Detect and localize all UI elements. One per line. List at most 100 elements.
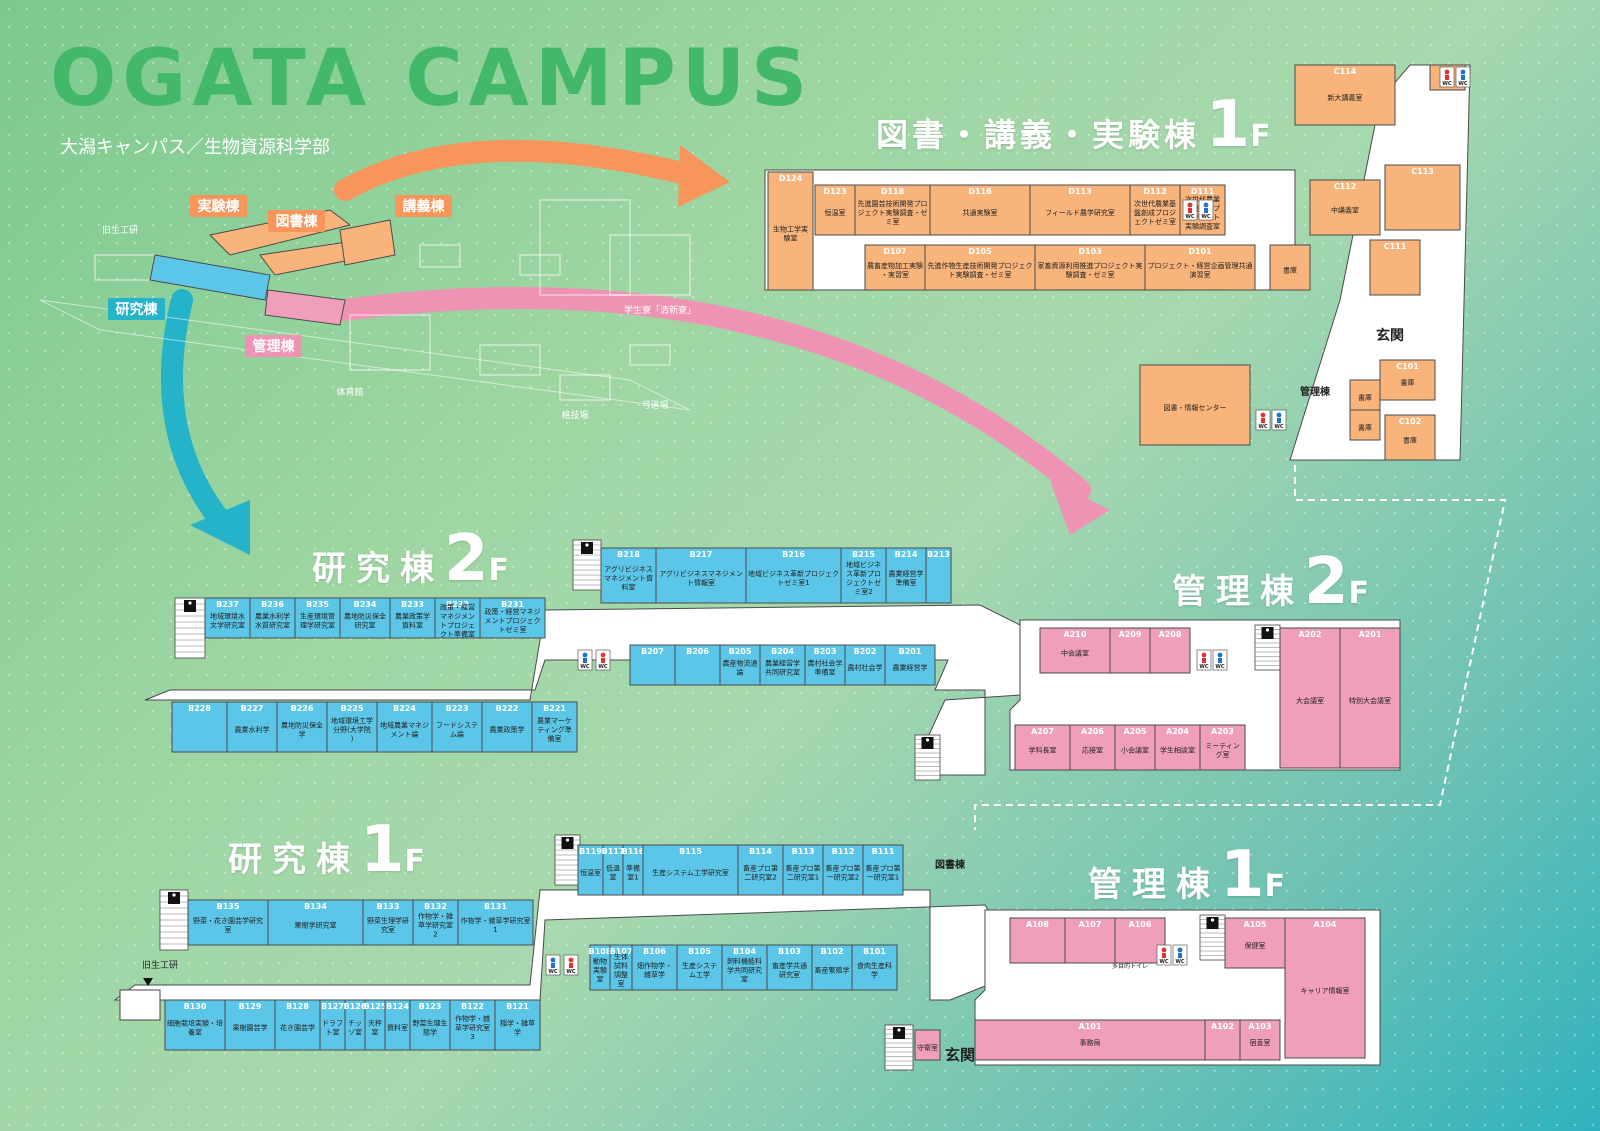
wc-label: WC — [1175, 959, 1185, 965]
room-name: ドラフト室 — [322, 1020, 343, 1037]
ghost-building — [419, 244, 461, 268]
restroom-icon — [550, 957, 556, 963]
room-kenkyu2f-south — [171, 701, 228, 753]
room-code: B113 — [792, 847, 815, 856]
room-kenkyu1f-north — [362, 899, 414, 946]
restroom-icon — [1188, 208, 1192, 213]
library-1f-title: 図書・講義・実験棟 1F — [876, 88, 1275, 162]
room-code: B105 — [688, 947, 711, 956]
room-kanri2f-south — [1154, 724, 1201, 771]
room-kenkyu2f-north-east — [840, 547, 887, 604]
emergency-exit-icon — [1210, 918, 1215, 922]
room-code: B108 — [589, 947, 612, 956]
room-name: 学科長室 — [1029, 746, 1057, 755]
room-code: D101 — [1188, 247, 1212, 256]
room-name: 動物実験室 — [593, 957, 607, 984]
restroom-icon — [568, 957, 574, 963]
room-name: 天秤室 — [368, 1019, 382, 1037]
kenkyu-2f-title: 研究棟2F — [312, 522, 514, 596]
room-kanri1f-north — [1114, 917, 1166, 964]
campus-logo-title: OGATA CAMPUS — [50, 34, 814, 124]
room-kenkyu2f-north-east — [600, 547, 657, 604]
connector-dashed — [974, 465, 1507, 830]
ghost-building — [519, 254, 561, 276]
room-code: B207 — [641, 647, 664, 656]
room-code: B121 — [506, 1002, 529, 1011]
room-name: 宿直室 — [1250, 1038, 1271, 1047]
room-code: B224 — [393, 704, 416, 713]
room-code: B128 — [286, 1002, 309, 1011]
restroom-icon — [1177, 947, 1183, 953]
room-name: 書庫 — [1358, 393, 1372, 402]
restroom-icon — [600, 652, 606, 658]
room-D124 — [767, 171, 814, 291]
room-code: B131 — [484, 902, 507, 911]
room-name: 中講義室 — [1331, 206, 1359, 215]
room-kenkyu2f-south-east — [884, 644, 936, 686]
room-code: A207 — [1031, 727, 1054, 736]
arrow-to-kenkyu-head — [190, 500, 250, 555]
room-kenkyu2f-north-east — [745, 547, 842, 604]
room-code: B132 — [424, 902, 447, 911]
room-name: 地域環境工学分野(大学院) — [331, 716, 373, 743]
room-code: D105 — [968, 247, 992, 256]
room-kenkyu2f-south-east — [804, 644, 846, 686]
restroom-icon — [1276, 412, 1282, 418]
room-code: B237 — [216, 600, 239, 609]
room-code: B119 — [579, 847, 602, 856]
room-code: B217 — [690, 550, 713, 559]
genkan-kanri: 玄関 — [945, 1046, 975, 1064]
kenkyu-1f-title: 研究棟1F — [228, 813, 430, 887]
kenkyu-building — [149, 254, 271, 301]
room-C112 — [1309, 179, 1381, 236]
room-C111 — [1369, 239, 1421, 296]
kanri-building — [264, 289, 346, 326]
room-code: B116 — [622, 847, 645, 856]
room-kenkyu1f-north-east — [642, 844, 739, 896]
room-code: B221 — [543, 704, 566, 713]
room-D123 — [814, 184, 856, 236]
label-kogi: 講義棟 — [403, 198, 446, 215]
kanri-1f-title: 管理棟1F — [1088, 838, 1290, 912]
room-A103 — [1239, 1019, 1281, 1061]
room-code: B222 — [496, 704, 519, 713]
room-code: C101 — [1396, 362, 1419, 371]
restroom-icon — [1461, 75, 1465, 80]
room-name: アグリビジネスマネジメント資料室 — [604, 565, 653, 592]
label-kanri: 管理棟 — [253, 338, 296, 355]
room-kenkyu1f-north — [457, 899, 534, 946]
kenkyu1f-west-entry — [119, 989, 161, 1021]
room-kanri2f-south — [1199, 724, 1246, 771]
room-name: 政策・経営マネジメントプロジェクト準備室 — [440, 603, 475, 639]
room-name: 書庫 — [1283, 266, 1297, 275]
genkan-library: 玄関 — [1376, 327, 1404, 344]
room-C101 — [1379, 359, 1436, 401]
room-kenkyu1f-south — [224, 999, 276, 1051]
wc-label: WC — [1442, 81, 1452, 87]
room-A102 — [1204, 1019, 1241, 1061]
room-kenkyu2f-south — [376, 701, 433, 753]
wc-label: WC — [1215, 664, 1225, 670]
room-kenkyu2f-south — [481, 701, 533, 753]
room-kenkyu1f-south — [319, 999, 346, 1051]
restroom-icon — [1204, 208, 1208, 213]
wc-label: WC — [1185, 214, 1195, 220]
room-kenkyu2f-south-east — [674, 644, 721, 686]
wc-label: WC — [1274, 424, 1284, 430]
room-code: B225 — [341, 704, 364, 713]
ghost-building — [609, 234, 691, 296]
room-name: 先進作物生産技術開発プロジェクト実験調査・ゼミ室 — [928, 261, 1033, 279]
room-kanri1f-north — [1009, 917, 1066, 964]
room-name: 農業政策学 — [490, 725, 525, 734]
room-name: 畑作物学・雑草学 — [637, 961, 672, 979]
room-name: 畜産プロ第二研究室2 — [743, 864, 778, 882]
stairs-kenkyu2f-north — [572, 539, 602, 591]
restroom-icon — [1460, 69, 1466, 75]
room-code: B106 — [643, 947, 666, 956]
room-name: 恒温室 — [580, 868, 601, 877]
room-kenkyu2f-south — [431, 701, 483, 753]
room-code: B203 — [814, 647, 837, 656]
kanri-2f-title: 管理棟2F — [1172, 545, 1374, 619]
arrow-to-kanri — [334, 287, 1091, 501]
